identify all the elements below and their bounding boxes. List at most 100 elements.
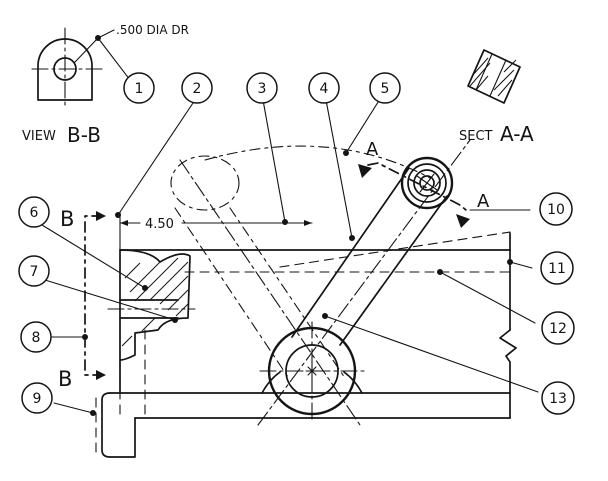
callout-7-dot [172, 317, 178, 323]
callout-3: 3 [246, 72, 278, 104]
alternate-arm-line-2 [229, 207, 346, 379]
callout-3-leader [262, 99, 286, 223]
callout-11-leader [509, 261, 533, 269]
upper-hub-center-mark-2 [419, 173, 435, 193]
left-boss-hatch [121, 257, 189, 347]
callout-8-dot [82, 334, 88, 340]
cutting-plane-b-line [84, 215, 103, 376]
hole-note-text: .500 DIA DR [116, 23, 189, 37]
view-b-b-prefix: VIEW [22, 129, 56, 144]
callout-bubbles: 1 2 3 4 5 6 7 8 [18, 72, 575, 415]
callout-11: 11 [540, 251, 574, 285]
swing-arc-phantom [204, 145, 431, 179]
callout-9: 9 [21, 382, 53, 414]
dimension-4-50: 4.50 [119, 211, 313, 251]
base-foot-outline [101, 392, 136, 458]
arm-edge-upper [291, 167, 410, 338]
arm-centerline [257, 139, 471, 426]
callout-10-number: 10 [547, 202, 565, 218]
upper-hub-middle [407, 163, 447, 203]
callout-6-dot [142, 285, 148, 291]
callout-13: 13 [541, 381, 575, 415]
callout-9-number: 9 [33, 391, 42, 407]
callout-5-dot [343, 150, 349, 156]
cutting-plane-b-label-top: B [60, 207, 74, 231]
cutting-plane-a-arrow-top [358, 164, 372, 178]
lower-hub-fillet-left [261, 371, 281, 394]
callout-3-dot [282, 219, 288, 225]
callout-12-dot [437, 269, 443, 275]
main-view: B B A A 4.50 [58, 139, 517, 458]
view-b-b: VIEW B-B [22, 27, 103, 147]
upper-hub-outer [400, 156, 454, 210]
lower-hub-star-mark [305, 364, 319, 378]
callout-10: 10 [539, 192, 573, 226]
callout-8-number: 8 [32, 330, 41, 346]
lower-hub [259, 321, 365, 421]
callout-7: 7 [18, 255, 50, 287]
callout-4-dot [349, 235, 355, 241]
callout-9-dot [90, 410, 96, 416]
hidden-line-arm [279, 231, 511, 268]
callout-6-number: 6 [30, 205, 39, 221]
dimension-arrow-left [120, 220, 128, 226]
callout-5-number: 5 [381, 81, 390, 97]
callout-2-number: 2 [193, 81, 202, 97]
callout-7-leader [44, 279, 176, 321]
cutting-plane-b-label-bottom: B [58, 367, 72, 391]
callout-leaders [41, 98, 539, 416]
cutting-plane-a-arrow-bottom [456, 214, 470, 228]
section-a-a: SECT A-A [459, 49, 534, 146]
section-a-a-outline [467, 49, 521, 104]
callout-5: 5 [369, 72, 401, 104]
cutting-plane-b-arrow-top [96, 211, 106, 221]
cutting-plane-a-line [367, 162, 467, 211]
body-break-symbol [499, 329, 517, 419]
callout-1-leader [97, 37, 131, 81]
callout-12-number: 12 [549, 321, 567, 337]
cutting-plane-b-arrow-bottom [96, 370, 106, 380]
section-a-a-prefix: SECT [459, 129, 493, 144]
section-a-a-bore-edge-1 [475, 53, 493, 91]
callout-12: 12 [541, 311, 575, 345]
dimension-arrow-right [304, 220, 312, 226]
callout-13-dot [322, 313, 328, 319]
callout-3-number: 3 [258, 81, 267, 97]
cutting-plane-a-label-bottom: A [477, 191, 490, 212]
callout-13-number: 13 [549, 391, 567, 407]
alternate-position-hub [170, 155, 240, 211]
callout-7-number: 7 [30, 264, 39, 280]
cutting-plane-b: B B [58, 207, 106, 391]
callout-4-leader [325, 99, 353, 239]
section-a-a-name: A-A [500, 122, 534, 146]
callout-11-number: 11 [548, 261, 566, 277]
callout-6-leader [41, 224, 146, 289]
upper-hub-bore [419, 175, 435, 191]
callout-11-dot [507, 259, 513, 265]
hole-note-group: .500 DIA DR [74, 23, 189, 81]
section-a-a-hatch [469, 57, 517, 97]
upper-hub [400, 156, 454, 210]
arm-edge-lower [339, 195, 448, 346]
callout-8: 8 [20, 321, 52, 353]
callout-1: 1 [123, 72, 155, 104]
upper-hub-inner [413, 169, 441, 197]
lower-hub-fillet-right [343, 371, 363, 394]
callout-4-number: 4 [320, 81, 329, 97]
callout-6: 6 [18, 196, 50, 228]
view-b-b-outline [37, 38, 93, 101]
dimension-text: 4.50 [145, 217, 174, 232]
callout-2-dot [115, 212, 121, 218]
callout-1-number: 1 [135, 81, 144, 97]
callout-12-leader [439, 271, 536, 324]
cutting-plane-a-label-top: A [366, 139, 379, 160]
section-a-a-bore-edge-2 [489, 59, 507, 97]
callout-2: 2 [181, 72, 213, 104]
left-boss-outline [119, 249, 191, 361]
callout-5-leader [345, 98, 381, 154]
cutting-plane-a: A A [358, 139, 490, 228]
callout-13-leader [324, 315, 539, 393]
callout-9-leader [53, 402, 94, 414]
